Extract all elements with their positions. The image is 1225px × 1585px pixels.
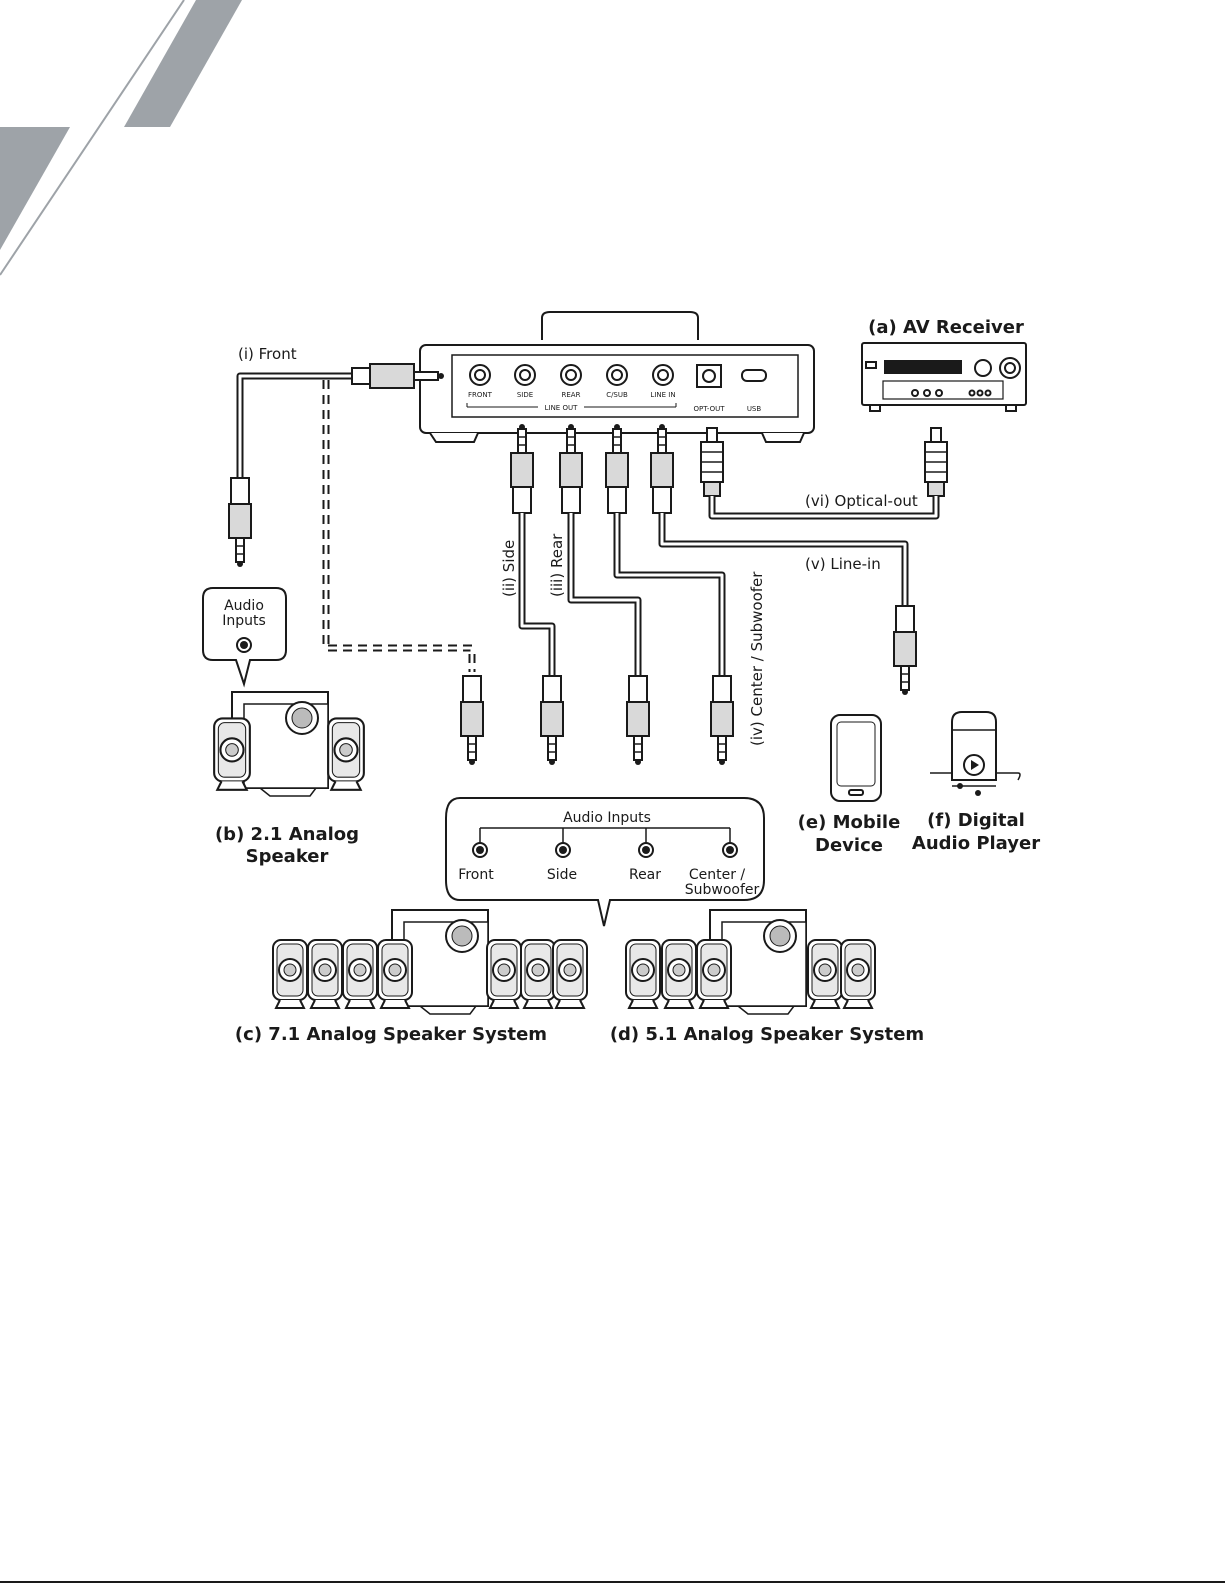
device-label-av-receiver: (a) AV Receiver <box>868 317 1024 338</box>
speaker-system-51 <box>625 909 876 1015</box>
plug-csub-bottom <box>710 675 734 766</box>
callout-jack-front: Front <box>458 867 494 883</box>
device-label-51: (d) 5.1 Analog Speaker System <box>610 1024 924 1045</box>
callout-21-line2: Inputs <box>222 613 266 629</box>
callout-surround-title: Audio Inputs <box>563 810 651 826</box>
plug-optical-receiver <box>924 427 948 497</box>
optical-cable <box>708 496 940 520</box>
callout-jack-side: Side <box>547 867 577 883</box>
speaker-system-71 <box>272 909 588 1015</box>
callout-surround <box>445 797 765 927</box>
center-sub-cable <box>613 513 726 678</box>
cable-label-side: (ii) Side <box>500 540 518 597</box>
plug-front-bottom <box>460 675 484 766</box>
plug-linein-bottom <box>893 605 917 696</box>
callout-jack-center: Center / <box>689 867 746 883</box>
decor-line <box>0 0 185 276</box>
port-label-front: FRONT <box>468 391 493 399</box>
callout-21 <box>202 587 287 688</box>
line-in-cable <box>658 513 909 606</box>
callout-jack-subwoofer: Subwoofer <box>685 882 760 898</box>
port-label-usb: USB <box>747 405 762 413</box>
device-label-21-line2: Speaker <box>246 846 329 867</box>
device-label-71: (c) 7.1 Analog Speaker System <box>235 1024 547 1045</box>
cable-label-front: (i) Front <box>238 345 297 363</box>
port-label-opt-out: OPT-OUT <box>694 405 726 413</box>
port-jacks <box>469 364 767 388</box>
decor-stripe-small <box>124 0 242 127</box>
mobile-device <box>830 714 882 802</box>
plug-linein-top <box>650 423 674 514</box>
speaker-21 <box>213 691 365 797</box>
device-label-mobile-line2: Device <box>815 835 883 856</box>
plug-optical-device <box>700 427 724 497</box>
device-label-player-line1: (f) Digital <box>927 810 1025 831</box>
plug-csub-top <box>605 423 629 514</box>
plug-side-top <box>510 423 534 514</box>
port-label-csub: C/SUB <box>606 391 628 399</box>
port-label-rear: REAR <box>562 391 581 399</box>
plug-rear-bottom <box>626 675 650 766</box>
cable-label-center-sub: (iv) Center / Subwoofer <box>748 571 766 746</box>
decor-stripe-large <box>0 127 70 250</box>
front-cable <box>228 363 476 672</box>
port-label-side: SIDE <box>517 391 533 399</box>
callout-jack-rear: Rear <box>629 867 661 883</box>
plug-side-bottom <box>540 675 564 766</box>
rear-cable <box>567 513 642 678</box>
plug-rear-top <box>559 423 583 514</box>
callout-21-line1: Audio <box>224 598 264 614</box>
device-label-player-line2: Audio Player <box>912 833 1040 854</box>
av-receiver <box>861 342 1027 412</box>
side-cable <box>518 513 556 678</box>
audio-interface-device: FRONT SIDE REAR C/SUB LINE IN OPT-OUT US… <box>419 311 815 443</box>
line-out-label: LINE OUT <box>545 404 578 412</box>
cable-label-line-in: (v) Line-in <box>805 555 881 573</box>
device-label-mobile-line1: (e) Mobile <box>798 812 901 833</box>
digital-audio-player <box>930 711 1021 796</box>
cable-label-optical-out: (vi) Optical-out <box>805 492 918 510</box>
port-label-line-in: LINE IN <box>650 391 675 399</box>
device-label-21-line1: (b) 2.1 Analog <box>215 824 359 845</box>
cable-label-rear: (iii) Rear <box>548 533 566 597</box>
